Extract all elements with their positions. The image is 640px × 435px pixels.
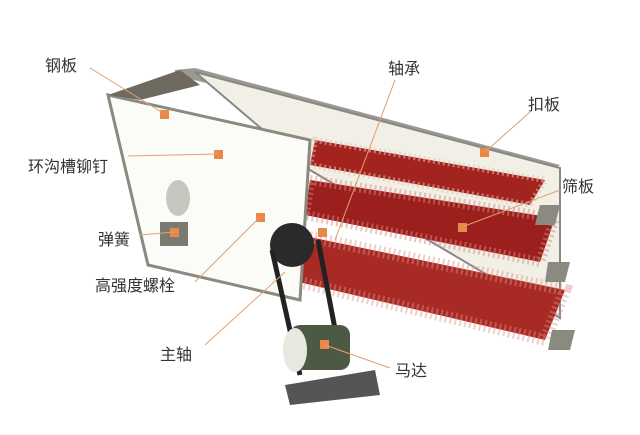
screen-deck-top: [306, 136, 550, 209]
label-bearing: 轴承: [388, 59, 421, 78]
label-ring-groove-rivet: 环沟槽铆钉: [28, 157, 109, 176]
part-markers: [160, 110, 489, 349]
label-screen-plate: 筛板: [562, 177, 595, 196]
label-spring: 弹簧: [98, 230, 131, 249]
side-plate: [105, 93, 312, 302]
leader-lines: [89, 67, 561, 369]
label-steel-plate: 钢板: [45, 56, 78, 75]
flywheel: [270, 223, 314, 267]
label-buckle-plate: 扣板: [528, 95, 561, 114]
label-main-shaft: 主轴: [160, 345, 193, 364]
label-motor: 马达: [395, 361, 428, 380]
label-high-strength-bolt: 高强度螺栓: [95, 276, 176, 295]
